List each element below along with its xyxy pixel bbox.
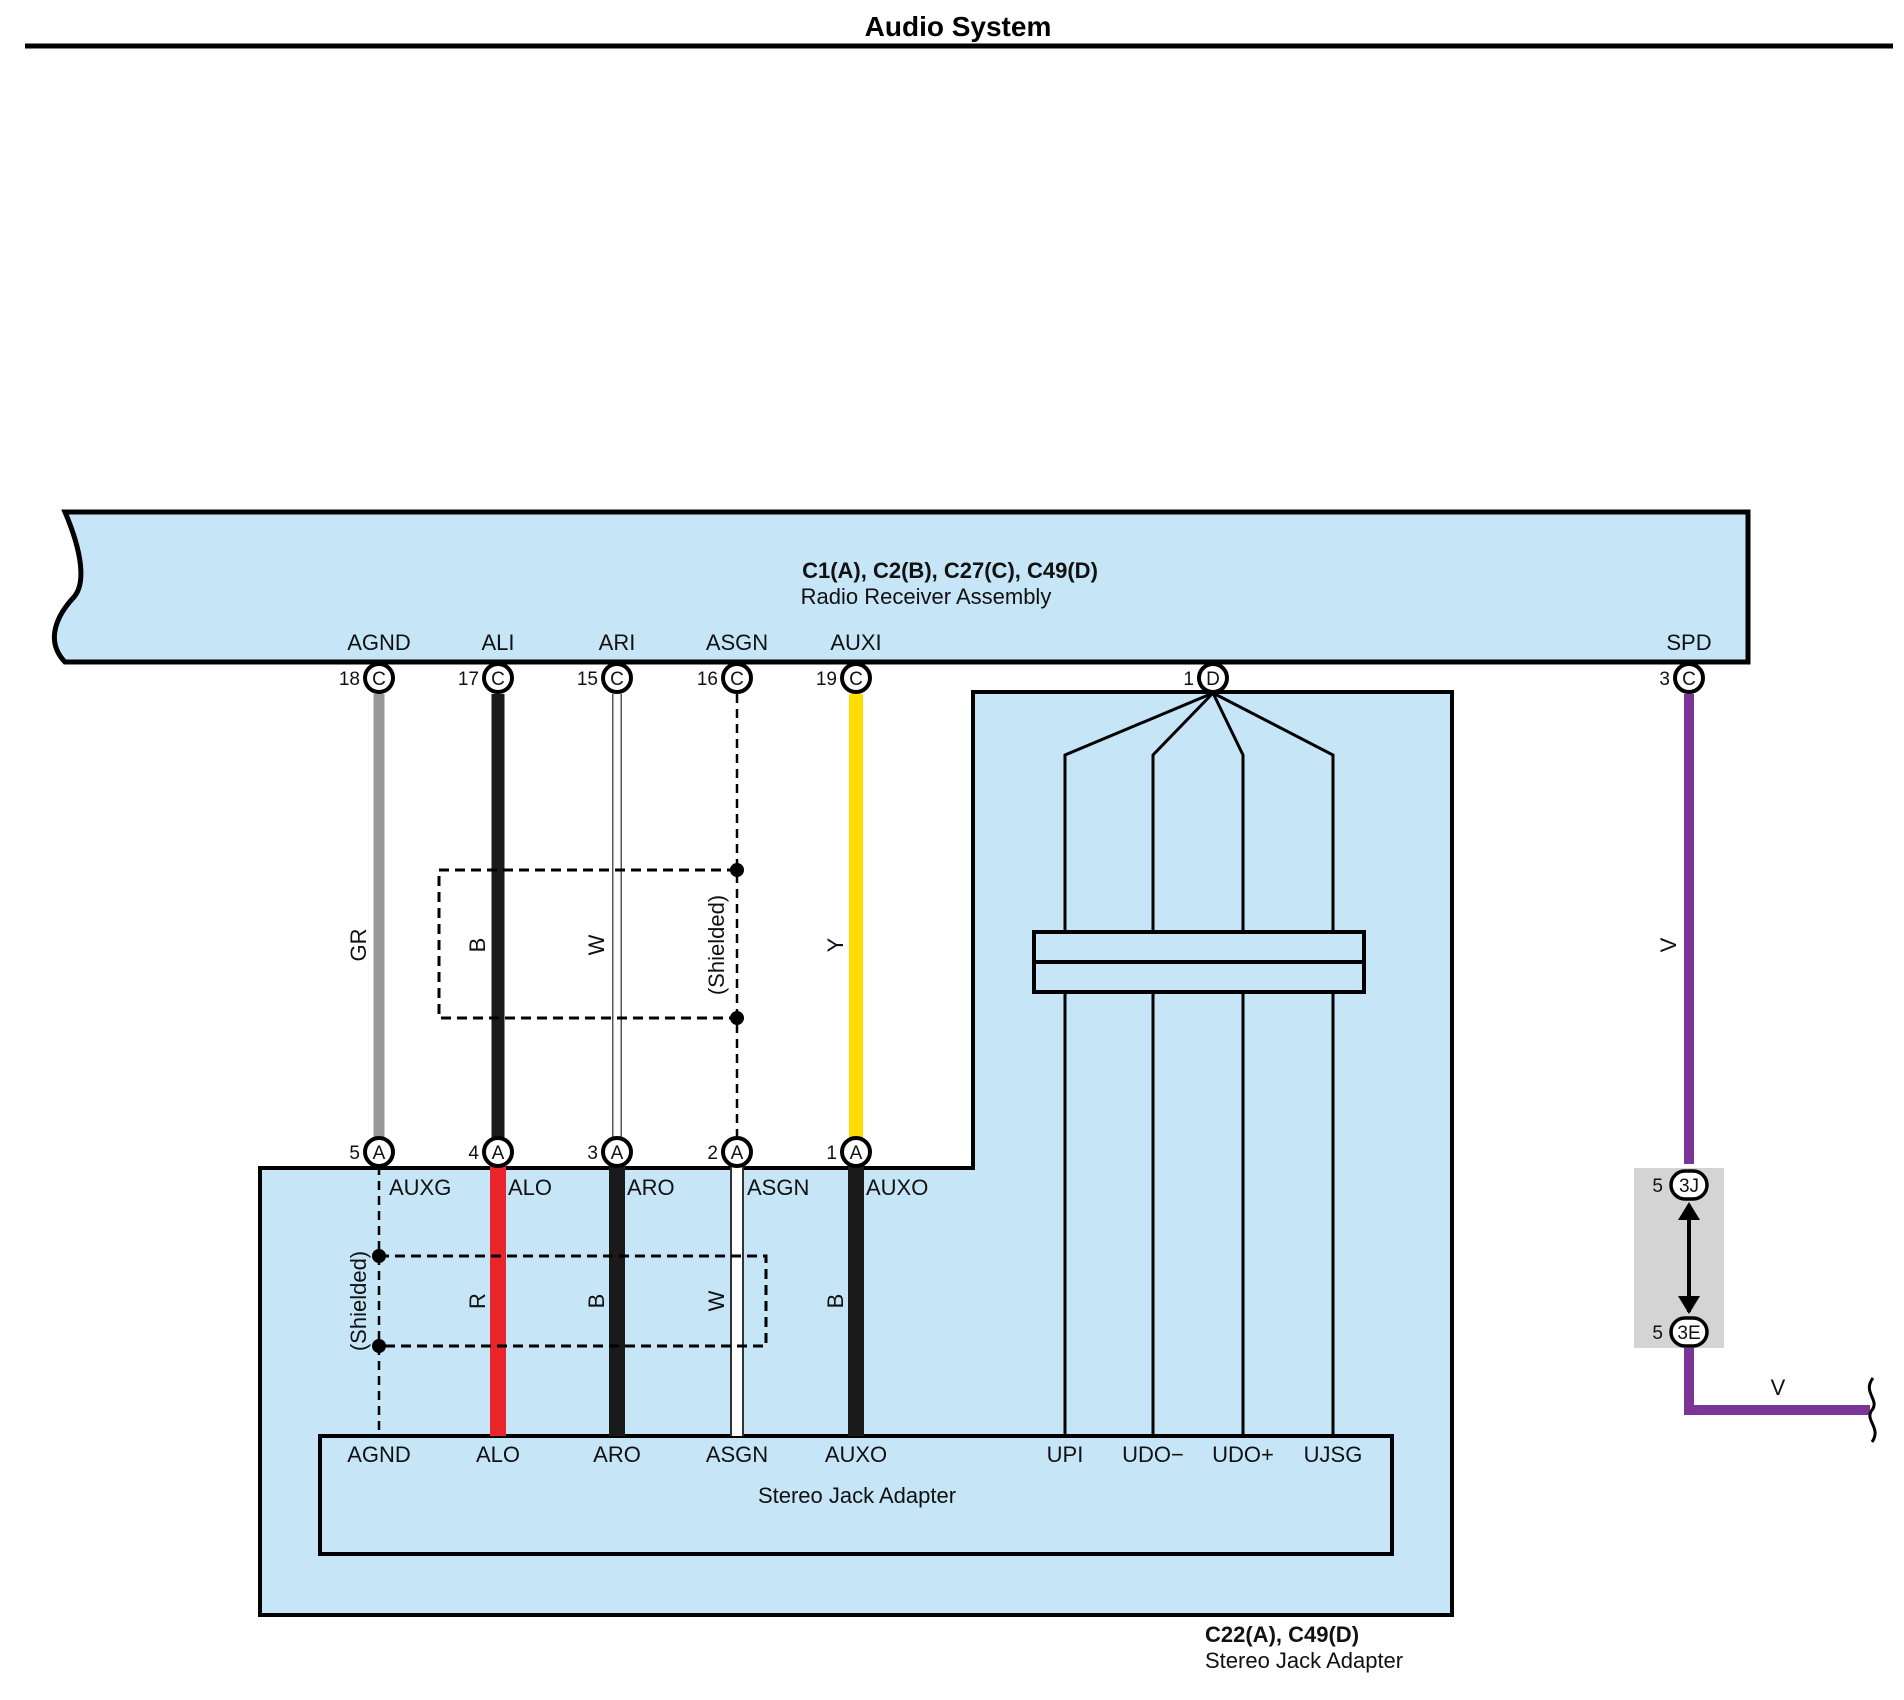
usb-wire-bundle	[1063, 691, 1335, 1436]
terminal-agnd: AGND	[347, 1442, 411, 1467]
svg-text:C: C	[730, 669, 744, 690]
usb-cable-clamp	[1032, 960, 1366, 994]
terminal-asgn: ASGN	[706, 1442, 768, 1467]
svg-text:D: D	[1206, 669, 1220, 690]
svg-text:C: C	[849, 669, 863, 690]
adapter-pin-4a: A4	[468, 1136, 514, 1168]
adapter-pin-2a: A2	[707, 1136, 753, 1168]
page-title: Audio System	[865, 11, 1052, 42]
svg-text:A: A	[850, 1143, 863, 1164]
junction-3j: 3J	[1669, 1169, 1709, 1201]
radio-pin-3c: C3	[1659, 662, 1705, 694]
wire-label-b-aro: B	[584, 1294, 609, 1309]
signal-ali: ALI	[481, 630, 514, 655]
svg-text:1: 1	[826, 1143, 837, 1164]
lower-shield-box	[379, 1254, 768, 1348]
signal-asgn-radio: ASGN	[706, 630, 768, 655]
usb-cable-clamp	[1032, 930, 1366, 964]
svg-text:4: 4	[468, 1143, 479, 1164]
upper-shield-box	[437, 868, 737, 1020]
wire-label-y: Y	[823, 937, 848, 952]
wire-label-v: V	[1656, 937, 1681, 952]
svg-text:19: 19	[816, 669, 837, 690]
wire-label-shielded-low: (Shielded)	[346, 1251, 371, 1351]
junction-3j-pin: 5	[1652, 1176, 1663, 1197]
svg-text:C: C	[610, 669, 624, 690]
svg-text:A: A	[373, 1143, 386, 1164]
signal-aro: ARO	[627, 1175, 675, 1200]
terminal-auxo: AUXO	[825, 1442, 887, 1467]
signal-agnd: AGND	[347, 630, 411, 655]
adapter-pin-5a: A5	[349, 1136, 395, 1168]
wire-label-b-auxo: B	[823, 1294, 848, 1309]
adapter-pin-1a: A1	[826, 1136, 872, 1168]
arrow-up-icon	[1678, 1202, 1700, 1220]
signal-ari: ARI	[599, 630, 636, 655]
radio-pin-19c: C 19	[816, 662, 872, 694]
svg-text:C: C	[372, 669, 386, 690]
wire-break-icon	[1867, 1377, 1877, 1443]
svg-text:3E: 3E	[1677, 1323, 1700, 1344]
radio-pin-15c: C 15	[577, 662, 633, 694]
radio-connectors: C1(A), C2(B), C27(C), C49(D)	[802, 558, 1098, 583]
adapter-connectors: C22(A), C49(D)	[1205, 1622, 1359, 1647]
wire-label-b: B	[465, 938, 490, 953]
signal-spd: SPD	[1666, 630, 1711, 655]
svg-text:17: 17	[458, 669, 479, 690]
wire-label-r: R	[465, 1293, 490, 1309]
svg-text:1: 1	[1183, 669, 1194, 690]
svg-text:16: 16	[697, 669, 718, 690]
arrow-down-icon	[1678, 1296, 1700, 1314]
terminal-udo-minus: UDO−	[1122, 1442, 1184, 1467]
terminal-upi: UPI	[1047, 1442, 1084, 1467]
shield-node	[372, 1339, 386, 1353]
svg-text:15: 15	[577, 669, 598, 690]
wire-label-w: W	[584, 934, 609, 955]
terminal-alo: ALO	[476, 1442, 520, 1467]
svg-text:3: 3	[1659, 669, 1670, 690]
junction-3e: 3E	[1669, 1316, 1709, 1348]
shield-node	[372, 1249, 386, 1263]
radio-pin-1d: D1	[1183, 662, 1229, 694]
adapter-pin-3a: A3	[587, 1136, 633, 1168]
radio-pin-18c: C 18	[339, 662, 395, 694]
terminal-ujsg: UJSG	[1304, 1442, 1363, 1467]
radio-name: Radio Receiver Assembly	[801, 584, 1052, 609]
wire-v-out	[1684, 1348, 1870, 1415]
svg-text:C: C	[491, 669, 505, 690]
signal-auxi: AUXI	[830, 630, 881, 655]
signal-auxg: AUXG	[389, 1175, 451, 1200]
svg-text:A: A	[611, 1143, 624, 1164]
radio-pin-17c: C 17	[458, 662, 514, 694]
signal-auxo: AUXO	[866, 1175, 928, 1200]
svg-text:5: 5	[349, 1143, 360, 1164]
adapter-name: Stereo Jack Adapter	[1205, 1648, 1403, 1673]
svg-text:A: A	[731, 1143, 744, 1164]
shield-node	[730, 863, 744, 877]
svg-text:3: 3	[587, 1143, 598, 1164]
terminal-aro: ARO	[593, 1442, 641, 1467]
svg-text:3J: 3J	[1679, 1176, 1699, 1197]
svg-text:2: 2	[707, 1143, 718, 1164]
svg-text:18: 18	[339, 669, 360, 690]
svg-text:C: C	[1682, 669, 1696, 690]
signal-asgn: ASGN	[747, 1175, 809, 1200]
shield-node	[730, 1011, 744, 1025]
wire-label-v-out: V	[1771, 1375, 1786, 1400]
wire-label-shielded: (Shielded)	[704, 895, 729, 995]
radio-receiver-box	[51, 509, 1751, 665]
wire-label-gr: GR	[346, 929, 371, 962]
terminal-udo-plus: UDO+	[1212, 1442, 1274, 1467]
svg-text:A: A	[492, 1143, 505, 1164]
radio-pin-16c: C 16	[697, 662, 753, 694]
wire-label-w-asgn: W	[704, 1290, 729, 1311]
signal-alo: ALO	[508, 1175, 552, 1200]
inner-adapter-name: Stereo Jack Adapter	[758, 1483, 956, 1508]
junction-3e-pin: 5	[1652, 1323, 1663, 1344]
